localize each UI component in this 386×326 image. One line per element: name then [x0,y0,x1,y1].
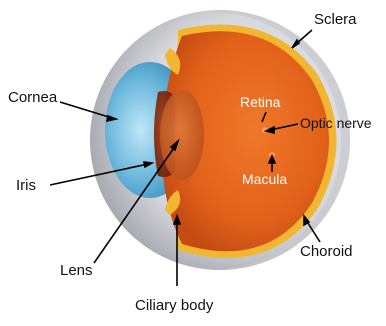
cornea-label: Cornea [8,89,57,107]
choroid-label: Choroid [300,243,353,261]
macula-label: Macula [242,170,287,188]
sclera-label: Sclera [314,11,357,29]
optic-nerve-label: Optic nerve [300,114,372,132]
retina-label: Retina [240,93,280,111]
lens-shape [160,90,204,180]
ciliary-body-label: Ciliary body [135,297,213,315]
lens-label: Lens [60,262,93,280]
iris-label: Iris [16,177,36,195]
